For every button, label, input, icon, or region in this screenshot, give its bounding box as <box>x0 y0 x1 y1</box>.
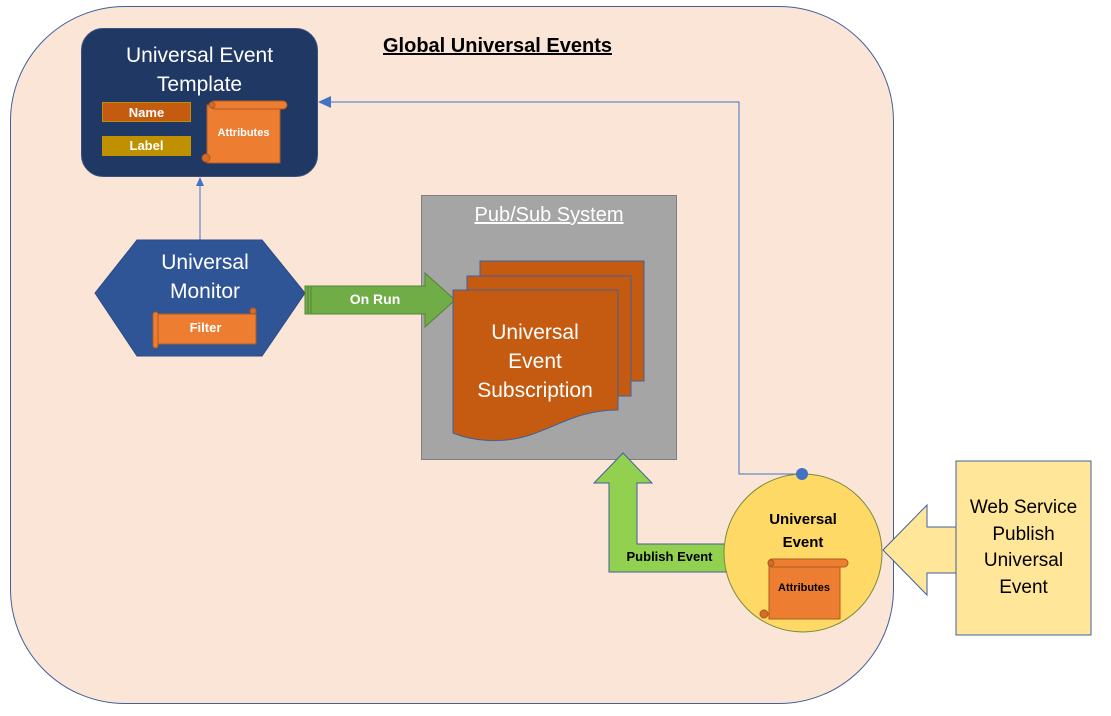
event-attributes-scroll-icon <box>759 558 849 620</box>
web-service-box <box>955 460 1092 636</box>
monitor-title-line1: Universal <box>161 251 249 274</box>
subscription-line3: Subscription <box>477 379 593 402</box>
filter-scroll-icon <box>152 307 257 349</box>
subscription-line1: Universal <box>491 321 579 344</box>
template-title: Universal Event Template <box>81 41 318 99</box>
diagram-title: Global Universal Events <box>383 35 612 57</box>
monitor-title-line2: Monitor <box>169 280 241 303</box>
event-title-line1: Universal <box>769 511 837 528</box>
subscription-line2: Event <box>508 350 562 373</box>
publish-event-label: Publish Event <box>626 549 713 564</box>
connector-endpoint-dot <box>796 468 808 480</box>
template-title-line2: Template <box>156 73 243 96</box>
filter-label: Filter <box>189 320 222 335</box>
web-service-line2: Publish <box>992 523 1055 545</box>
web-service-line1: Web Service <box>969 497 1078 518</box>
web-service-line4: Event <box>999 576 1048 598</box>
subscription-title: Universal Event Subscription <box>455 318 615 405</box>
publish-event-arrow <box>592 452 727 573</box>
event-attributes-label: Attributes <box>778 582 830 594</box>
web-service-arrow <box>882 503 958 597</box>
monitor-title: Universal Monitor <box>120 248 290 306</box>
monitor-to-template-arrowhead <box>196 177 204 186</box>
web-service-text: Web Service Publish Universal Event <box>956 495 1091 601</box>
web-service-line3: Universal <box>983 550 1064 571</box>
pubsub-title: Pub/Sub System <box>474 204 624 226</box>
event-to-template-connector <box>330 101 802 475</box>
label-field-tag: Label <box>102 136 191 156</box>
event-title-line2: Event <box>782 534 824 551</box>
on-run-label: On Run <box>349 291 401 307</box>
event-to-template-arrowhead <box>318 96 331 108</box>
template-title-line1: Universal Event <box>125 44 274 67</box>
event-title: Universal Event <box>740 508 866 554</box>
name-field-tag: Name <box>102 102 191 122</box>
on-run-arrow <box>304 271 456 329</box>
template-attributes-scroll-icon <box>201 100 288 164</box>
template-attributes-label: Attributes <box>217 127 270 139</box>
subscription-document-stack[interactable] <box>452 260 645 442</box>
